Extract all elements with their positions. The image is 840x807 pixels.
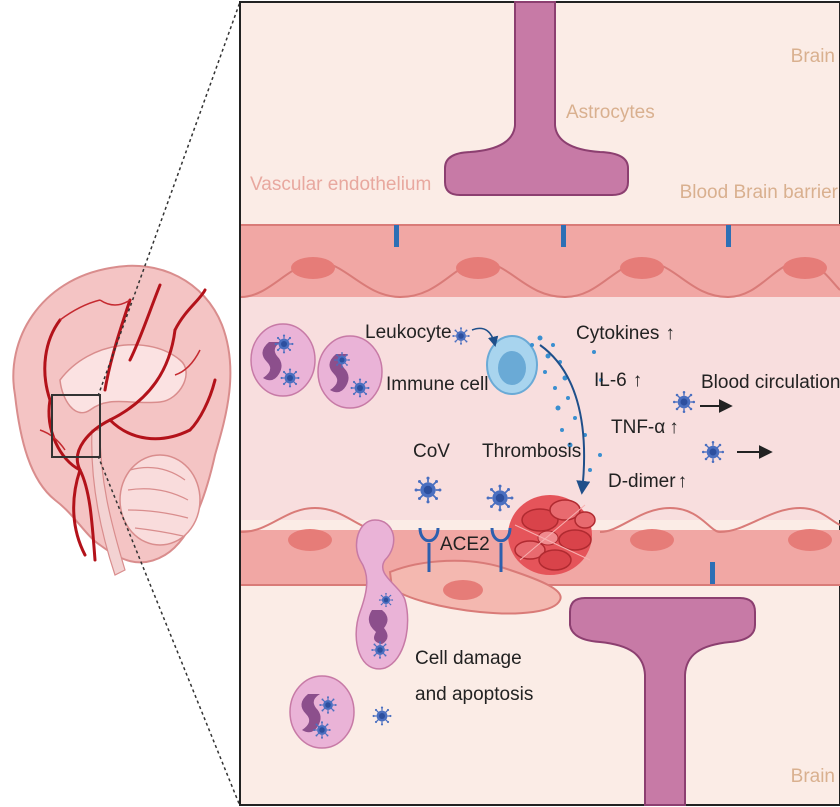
label-cytokines: Cytokines (576, 323, 659, 344)
svg-text:IL-6↑: IL-6 ↑ (594, 370, 642, 391)
label-tnf: TNF-α (611, 417, 665, 438)
label-immune-cell: Immune cell (386, 374, 488, 395)
label-astrocytes: Astrocytes (566, 102, 655, 123)
label-il6: IL-6 (594, 370, 627, 391)
label-blood-circulation: Blood circulation (701, 372, 840, 393)
arrow-up-tnf: ↑ (669, 417, 679, 438)
brain-illustration (13, 266, 230, 575)
label-cell-damage: Cell damage (415, 648, 522, 669)
label-cov: CoV (413, 441, 450, 462)
label-bbb: Blood Brain barrier (680, 182, 839, 203)
endothelium-top (241, 225, 840, 297)
label-ddimer: D-dimer (608, 471, 676, 492)
label-brain-top: Brain (791, 46, 835, 67)
svg-text:TNF-α↑: TNF-α↑ (611, 417, 679, 438)
cov-virus (415, 477, 442, 504)
label-vascular-endothelium: Vascular endothelium (250, 174, 431, 195)
arrow-up-ddimer: ↑ (678, 471, 688, 492)
label-brain-bottom: Brain (791, 766, 835, 787)
svg-text:D-dimer↑: D-dimer↑ (608, 471, 687, 492)
arrow-up-il6: ↑ (633, 370, 643, 391)
arrow-up-cytokines: ↑ (665, 323, 675, 344)
zoom-panel (240, 2, 840, 805)
label-thrombosis: Thrombosis (482, 441, 581, 462)
label-apoptosis: and apoptosis (415, 684, 533, 705)
label-leukocyte: Leukocyte (365, 322, 452, 343)
infected-cell-2 (318, 336, 382, 408)
infected-cell-1 (251, 324, 315, 396)
label-ace2: ACE2 (440, 534, 490, 555)
